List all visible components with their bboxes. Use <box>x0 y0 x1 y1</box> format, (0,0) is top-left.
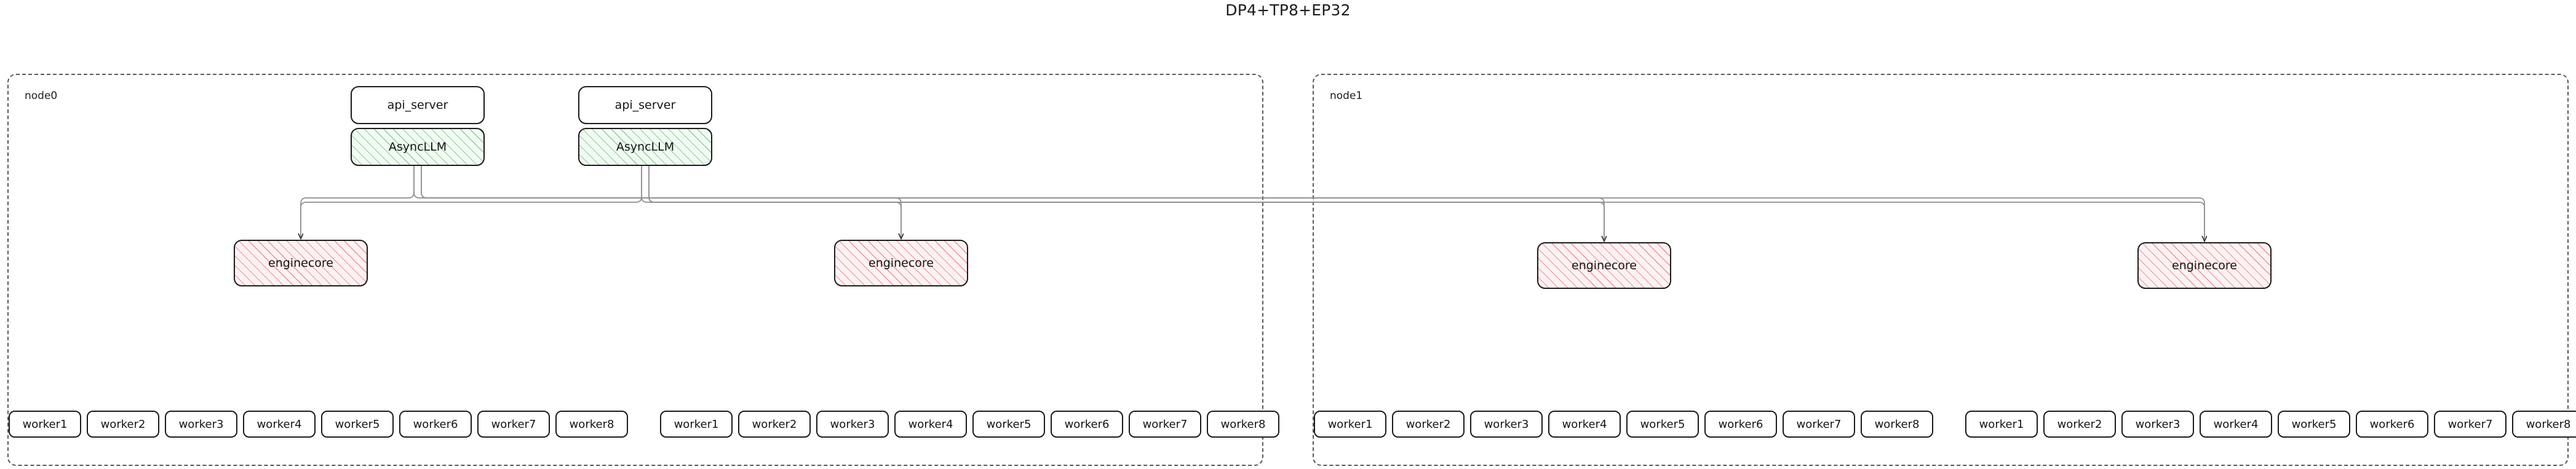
page-title: DP4+TP8+EP32 <box>1225 1 1351 19</box>
enginecore-box[interactable]: enginecore <box>234 240 368 286</box>
worker-box-label: worker1 <box>1327 417 1373 431</box>
worker-box[interactable]: worker5 <box>1626 411 1699 438</box>
worker-box[interactable]: worker4 <box>894 411 967 438</box>
worker-box[interactable]: worker2 <box>738 411 811 438</box>
worker-box-label: worker6 <box>413 417 458 431</box>
worker-box[interactable]: worker5 <box>2278 411 2350 438</box>
worker-box[interactable]: worker7 <box>1783 411 1855 438</box>
worker-box[interactable]: worker6 <box>399 411 472 438</box>
asyncllm-box[interactable]: AsyncLLM <box>351 128 485 166</box>
worker-box-label: worker2 <box>100 417 146 431</box>
asyncllm-box-label: AsyncLLM <box>388 140 447 154</box>
worker-box-label: worker2 <box>2057 417 2102 431</box>
api-server-box-label: api_server <box>387 98 448 112</box>
worker-box-label: worker5 <box>2291 417 2337 431</box>
worker-box[interactable]: worker8 <box>1207 411 1279 438</box>
worker-box-label: worker8 <box>2526 417 2571 431</box>
enginecore-box-label: enginecore <box>2172 259 2237 272</box>
worker-box-label: worker7 <box>1142 417 1188 431</box>
worker-box-label: worker4 <box>1562 417 1607 431</box>
api-server-box[interactable]: api_server <box>578 86 712 124</box>
worker-box[interactable]: worker2 <box>1392 411 1465 438</box>
worker-box-label: worker1 <box>22 417 68 431</box>
worker-box-label: worker7 <box>1796 417 1842 431</box>
worker-box[interactable]: worker2 <box>2043 411 2116 438</box>
worker-box-label: worker6 <box>1718 417 1763 431</box>
worker-box[interactable]: worker6 <box>1704 411 1777 438</box>
worker-box-label: worker3 <box>830 417 875 431</box>
worker-box-label: worker2 <box>1405 417 1451 431</box>
node-container-node1 <box>1313 74 2569 466</box>
worker-box-label: worker5 <box>335 417 380 431</box>
worker-box-label: worker6 <box>1064 417 1110 431</box>
worker-box-label: worker3 <box>178 417 224 431</box>
worker-box[interactable]: worker3 <box>816 411 889 438</box>
worker-box[interactable]: worker5 <box>972 411 1045 438</box>
enginecore-box[interactable]: enginecore <box>834 240 968 286</box>
worker-box[interactable]: worker8 <box>2512 411 2576 438</box>
worker-box[interactable]: worker7 <box>2434 411 2506 438</box>
asyncllm-box[interactable]: AsyncLLM <box>578 128 712 166</box>
worker-box-label: worker3 <box>2135 417 2180 431</box>
worker-box[interactable]: worker5 <box>321 411 394 438</box>
enginecore-box[interactable]: enginecore <box>1537 242 1671 289</box>
api-server-box-label: api_server <box>614 98 676 112</box>
worker-box[interactable]: worker3 <box>1470 411 1543 438</box>
worker-box[interactable]: worker1 <box>1314 411 1386 438</box>
worker-box-label: worker7 <box>2447 417 2493 431</box>
node-container-node0 <box>7 74 1263 466</box>
worker-box[interactable]: worker2 <box>87 411 159 438</box>
worker-box-label: worker5 <box>1640 417 1685 431</box>
worker-box-label: worker6 <box>2369 417 2415 431</box>
node-label-node1: node1 <box>1330 90 1363 102</box>
worker-box-label: worker1 <box>1979 417 2024 431</box>
worker-box[interactable]: worker1 <box>660 411 733 438</box>
worker-box-label: worker5 <box>986 417 1032 431</box>
worker-box[interactable]: worker4 <box>1548 411 1621 438</box>
enginecore-box-label: enginecore <box>869 256 934 270</box>
worker-box-label: worker7 <box>491 417 536 431</box>
enginecore-box-label: enginecore <box>1572 259 1637 272</box>
worker-box-label: worker1 <box>674 417 719 431</box>
worker-box[interactable]: worker8 <box>555 411 628 438</box>
worker-box-label: worker8 <box>1874 417 1920 431</box>
worker-box-label: worker4 <box>256 417 302 431</box>
worker-box[interactable]: worker7 <box>1129 411 1201 438</box>
api-server-box[interactable]: api_server <box>351 86 485 124</box>
worker-box[interactable]: worker3 <box>2121 411 2194 438</box>
worker-box-label: worker4 <box>908 417 953 431</box>
worker-box-label: worker3 <box>1484 417 1529 431</box>
worker-box[interactable]: worker4 <box>2200 411 2272 438</box>
worker-box[interactable]: worker3 <box>165 411 237 438</box>
worker-box[interactable]: worker7 <box>477 411 550 438</box>
asyncllm-box-label: AsyncLLM <box>616 140 675 154</box>
enginecore-box-label: enginecore <box>268 256 333 270</box>
worker-box[interactable]: worker1 <box>1965 411 2038 438</box>
worker-box-label: worker8 <box>1220 417 1266 431</box>
worker-box-label: worker8 <box>569 417 614 431</box>
worker-box[interactable]: worker6 <box>1051 411 1123 438</box>
worker-box-label: worker4 <box>2213 417 2259 431</box>
worker-box[interactable]: worker4 <box>243 411 316 438</box>
enginecore-box[interactable]: enginecore <box>2137 242 2272 289</box>
worker-box-label: worker2 <box>752 417 797 431</box>
worker-box[interactable]: worker6 <box>2356 411 2428 438</box>
worker-box[interactable]: worker8 <box>1861 411 1933 438</box>
node-label-node0: node0 <box>25 90 58 102</box>
worker-box[interactable]: worker1 <box>9 411 81 438</box>
